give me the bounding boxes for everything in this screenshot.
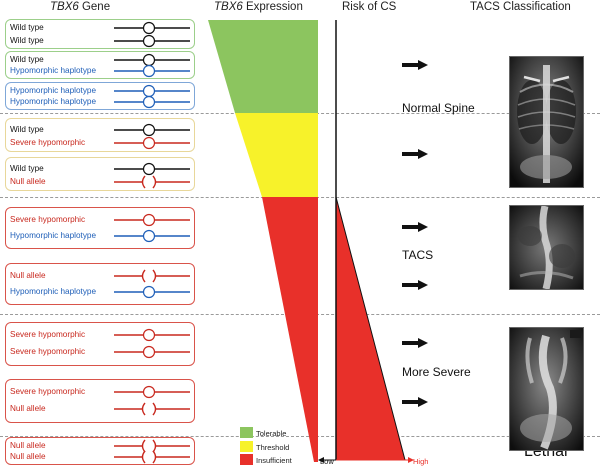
xray-tacs-image [509,205,584,290]
allele-label: Severe hypomorphic [10,330,86,339]
allele-locus-symbol [114,53,190,67]
null-allele-symbol [114,450,190,464]
allele-locus-symbol [114,345,190,359]
null-allele-symbol [114,175,190,189]
allele-label: Severe hypomorphic [10,215,86,224]
allele-label: Null allele [10,271,46,280]
allele-label: Hypomorphic haplotype [10,287,97,296]
allele-locus-symbol [114,95,190,109]
risk-axis-high-arrowhead [408,457,414,463]
class-normal-spine: Normal Spine [402,101,475,115]
allele-locus-symbol [114,136,190,150]
allele-locus-symbol [114,213,190,227]
allele-label: Null allele [10,452,46,461]
allele-label: Wild type [10,164,44,173]
null-allele-symbol [114,402,190,416]
legend-swatch-tolerable [240,427,253,438]
allele-locus-symbol [114,285,190,299]
allele-locus-symbol [114,123,190,137]
right-arrow-icon [402,280,428,290]
null-allele-symbol [114,269,190,283]
allele-locus-symbol [114,229,190,243]
right-arrow-icon [402,222,428,232]
gene-column-header: TBX6 Gene [50,1,111,13]
tacs-column-header: TACS Classification [470,1,571,13]
class-more-severe: More Severe [402,365,471,379]
allele-locus-symbol [114,64,190,78]
allele-label: Wild type [10,125,44,134]
legend-label-threshold: Threshold [256,443,290,452]
allele-label: Hypomorphic haplotype [10,66,97,75]
risk-low-label: Low [320,457,334,466]
risk-high-label: High [413,457,429,466]
allele-label: Hypomorphic haplotype [10,86,97,95]
allele-label: Wild type [10,55,44,64]
expression-tolerable-band [208,20,318,113]
legend-swatch-threshold [240,441,253,452]
allele-label: Severe hypomorphic [10,387,86,396]
allele-locus-symbol [114,21,190,35]
allele-locus-symbol [114,34,190,48]
class-tacs: TACS [402,248,434,262]
risk-column-header: Risk of CS [342,1,397,13]
legend-label-tolerable: Tolerable [256,429,287,438]
legend-label-insufficient: Insufficient [256,456,292,465]
allele-label: Hypomorphic haplotype [10,231,97,240]
right-arrow-icon [402,338,428,348]
right-arrow-icon [402,149,428,159]
expression-column-header: TBX6 Expression [214,1,303,13]
xray-more-severe-image [509,327,584,451]
allele-label: Null allele [10,441,46,450]
allele-locus-symbol [114,385,190,399]
allele-locus-symbol [114,162,190,176]
allele-locus-symbol [114,328,190,342]
allele-label: Hypomorphic haplotype [10,97,97,106]
legend-swatch-insufficient [240,454,253,465]
allele-label: Wild type [10,36,44,45]
separator-line [0,436,600,437]
xray-normal-spine-image [509,56,584,188]
allele-label: Severe hypomorphic [10,138,86,147]
allele-label: Severe hypomorphic [10,347,86,356]
allele-label: Null allele [10,404,46,413]
expression-insufficient-band [262,197,318,462]
right-arrow-icon [402,60,428,70]
risk-axis-low-arrowhead [318,457,324,463]
allele-label: Null allele [10,177,46,186]
risk-triangle [335,196,406,461]
expression-threshold-band [235,113,318,197]
allele-label: Wild type [10,23,44,32]
right-arrow-icon [402,397,428,407]
